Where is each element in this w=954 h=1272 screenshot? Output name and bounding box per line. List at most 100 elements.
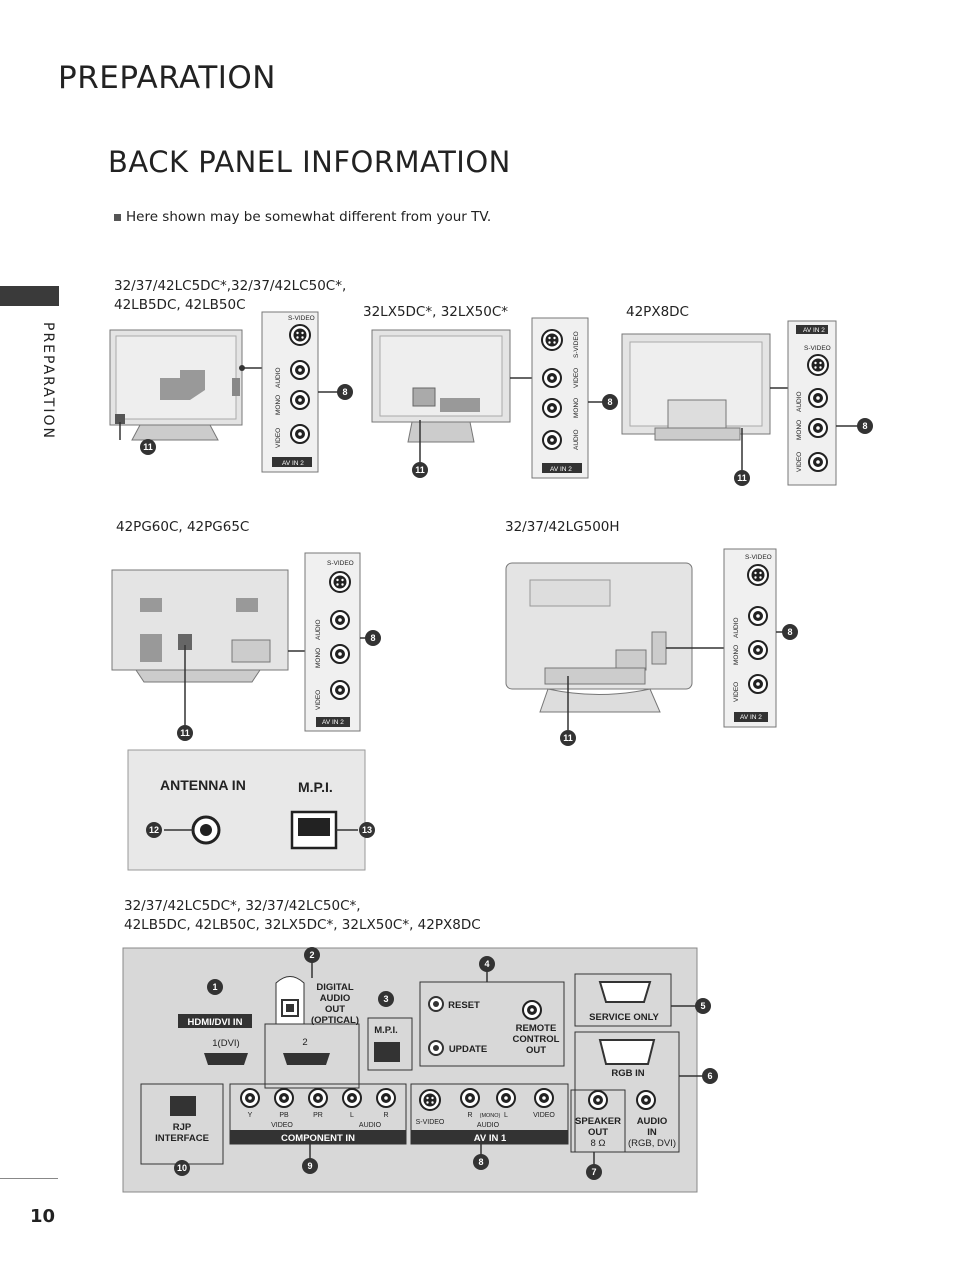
footer-rule (0, 1178, 58, 1179)
svg-text:8: 8 (787, 627, 792, 637)
audio-in-label-2: IN (647, 1127, 657, 1138)
side-tab-label: PREPARATION (40, 322, 56, 440)
av2-mono-label: MONO (573, 398, 580, 418)
av2-tag: AV IN 2 (322, 719, 344, 726)
update-label: UPDATE (449, 1044, 487, 1055)
svg-text:7: 7 (591, 1167, 596, 1177)
svg-text:11: 11 (415, 465, 425, 475)
marker-2: 2 (304, 947, 320, 963)
hdmi1-label: 1(DVI) (212, 1038, 239, 1049)
rjp-label-1: RJP (173, 1122, 192, 1133)
av2-mono-label: MONO (315, 648, 322, 668)
rjp-label-2: INTERFACE (155, 1133, 209, 1144)
marker-11: 11 (560, 730, 576, 746)
remote-label-1: REMOTE (516, 1023, 557, 1034)
marker-11: 11 (140, 439, 156, 455)
comp-l-label: L (350, 1112, 354, 1119)
av-in-1-label: AV IN 1 (474, 1133, 507, 1144)
av2-video-label: VIDEO (796, 452, 803, 472)
av2-svideo-label: S-VIDEO (327, 560, 354, 567)
model-line: 32/37/42LC5DC*, 32/37/42LC50C*, (124, 898, 361, 914)
comp-r-label: R (383, 1112, 388, 1119)
tv-back-lx5dc (371, 329, 511, 443)
optical-label-2: AUDIO (320, 993, 351, 1004)
svg-text:11: 11 (143, 442, 153, 452)
rgb-in-label: RGB IN (611, 1068, 644, 1079)
component-in-label: COMPONENT IN (281, 1133, 355, 1144)
svg-text:8: 8 (370, 633, 375, 643)
speaker-label-1: SPEAKER (575, 1116, 621, 1127)
av2-tag: AV IN 2 (740, 714, 762, 721)
marker-8: 8 (602, 394, 618, 410)
svg-text:8: 8 (478, 1157, 483, 1167)
optical-label-4: (OPTICAL) (311, 1015, 359, 1026)
marker-3: 3 (378, 991, 394, 1007)
comp-pr-label: PR (313, 1112, 323, 1119)
model-label-lx5dc: 32LX5DC*, 32LX50C* (363, 304, 508, 320)
optical-label-1: DIGITAL (316, 982, 353, 993)
svg-text:6: 6 (707, 1071, 712, 1081)
av2-svideo-label: S-VIDEO (288, 315, 315, 322)
av2-tag: AV IN 2 (282, 460, 304, 467)
hdmi2-label: 2 (302, 1037, 307, 1048)
audio-in-label-1: AUDIO (637, 1116, 668, 1127)
svg-text:2: 2 (309, 950, 314, 960)
av2-mono-label: MONO (733, 645, 740, 665)
av2-mono-label: MONO (275, 395, 282, 415)
marker-6: 6 (702, 1068, 718, 1084)
marker-8: 8 (473, 1154, 489, 1170)
av2-audio-label: AUDIO (275, 367, 282, 388)
svg-text:13: 13 (362, 825, 372, 835)
av1-r-label: R (467, 1112, 472, 1119)
av2-tag: AV IN 2 (550, 466, 572, 473)
av2-video-label: VIDEO (275, 428, 282, 448)
svg-text:8: 8 (607, 397, 612, 407)
speaker-label-2: OUT (588, 1127, 608, 1138)
marker-1: 1 (207, 979, 223, 995)
optical-label-3: OUT (325, 1004, 345, 1015)
comp-audio-label: AUDIO (359, 1122, 382, 1129)
marker-11: 11 (412, 462, 428, 478)
av2-panel-3 (787, 320, 837, 486)
speaker-label-3: 8 Ω (590, 1138, 605, 1149)
audio-in-label-3: (RGB, DVI) (628, 1138, 676, 1149)
av2-video-label: VIDEO (573, 368, 580, 388)
back-panel-detail (122, 947, 698, 1193)
marker-11: 11 (177, 725, 193, 741)
av2-panel-4 (304, 552, 361, 732)
av2-audio-label: AUDIO (796, 391, 803, 412)
model-line: 42LB5DC, 42LB50C (114, 297, 246, 313)
tv-back-pg60c (111, 569, 289, 683)
mpi-label: M.P.I. (298, 779, 333, 795)
svg-text:4: 4 (484, 959, 489, 969)
hdmi-label: HDMI/DVI IN (188, 1017, 243, 1028)
av2-audio-label: AUDIO (573, 429, 580, 450)
side-tab-bar (0, 286, 59, 306)
tv-back-lg500h (505, 562, 693, 713)
service-only-label: SERVICE ONLY (589, 1012, 659, 1023)
svg-text:11: 11 (563, 733, 573, 743)
remote-label-3: OUT (526, 1045, 546, 1056)
av2-audio-label: AUDIO (315, 619, 322, 640)
svg-text:10: 10 (177, 1163, 187, 1173)
av2-audio-label: AUDIO (733, 617, 740, 638)
marker-8: 8 (365, 630, 381, 646)
model-label-px8dc: 42PX8DC (626, 304, 689, 320)
marker-8: 8 (857, 418, 873, 434)
svg-text:8: 8 (342, 387, 347, 397)
page-title: PREPARATION (58, 60, 276, 96)
marker-7: 7 (586, 1164, 602, 1180)
av2-panel-5 (723, 548, 777, 728)
dot (239, 365, 245, 371)
remote-label-2: CONTROL (513, 1034, 560, 1045)
svg-text:9: 9 (307, 1161, 312, 1171)
svg-text:12: 12 (149, 825, 159, 835)
tv-back-lc5dc (109, 329, 243, 441)
marker-11: 11 (734, 470, 750, 486)
reset-label: RESET (448, 1000, 480, 1011)
av2-video-label: VIDEO (315, 690, 322, 710)
marker-8: 8 (337, 384, 353, 400)
model-line: 32/37/42LC5DC*,32/37/42LC50C*, (114, 278, 347, 294)
svg-text:11: 11 (737, 473, 747, 483)
